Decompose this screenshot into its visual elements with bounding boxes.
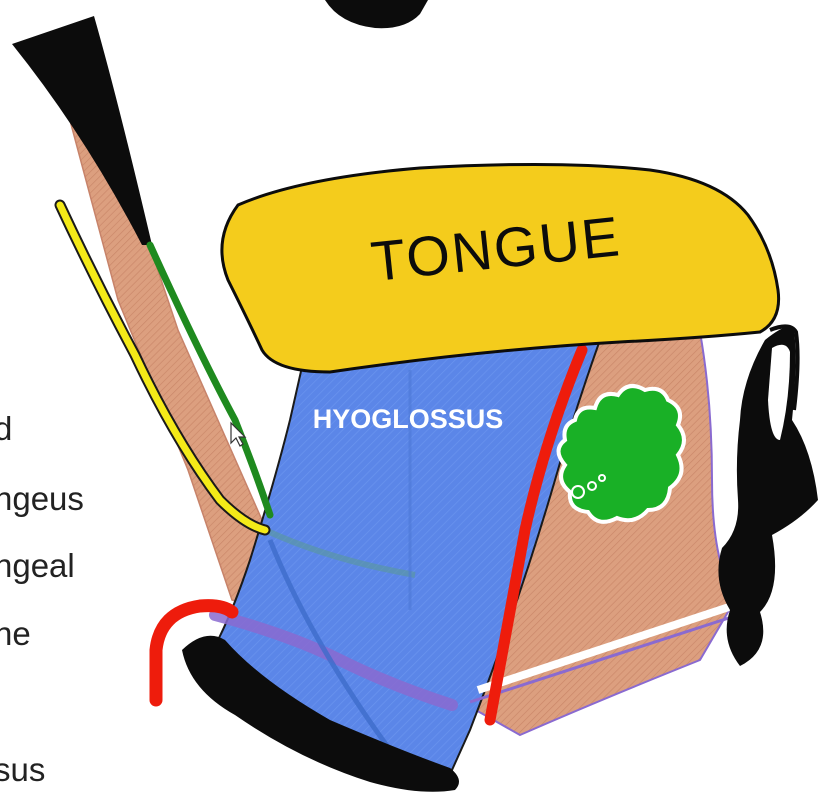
- styloid-process: [12, 16, 152, 245]
- top-structure-fragment: [325, 0, 428, 28]
- side-label-5: sus: [0, 753, 45, 786]
- side-label-1: d: [0, 412, 12, 445]
- side-label-2: ngeus: [0, 482, 84, 515]
- side-label-3: ngeal: [0, 549, 75, 582]
- mandible: [718, 327, 818, 666]
- styloglossus-muscle: [64, 98, 262, 605]
- hyoglossus-label: HYOGLOSSUS: [313, 404, 504, 434]
- side-label-4: ne: [0, 617, 31, 650]
